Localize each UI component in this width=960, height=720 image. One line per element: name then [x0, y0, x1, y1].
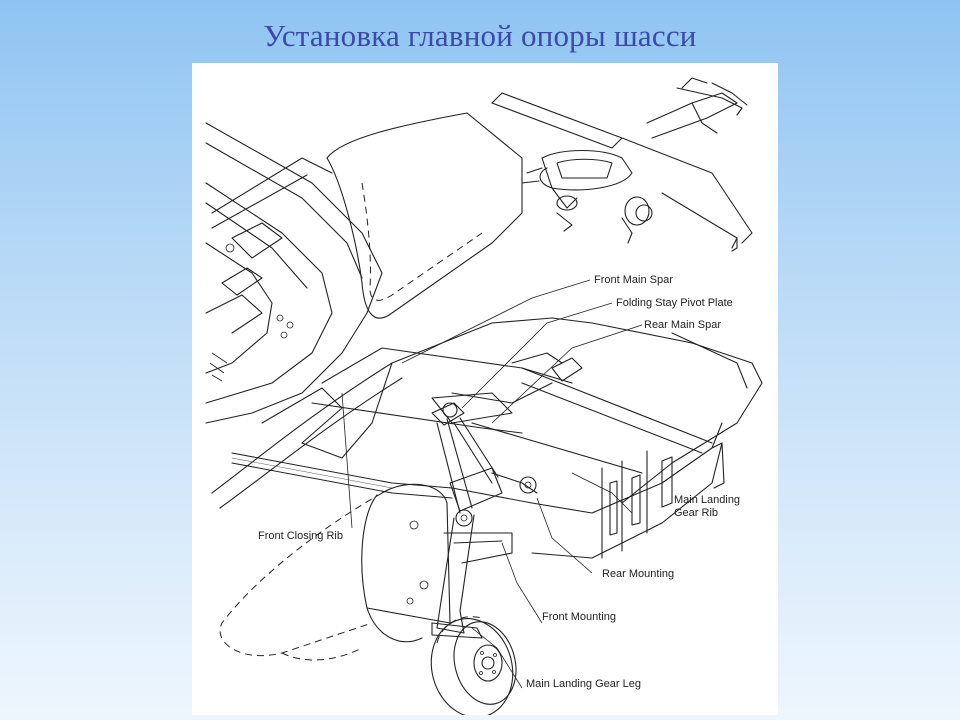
label-main-landing-gear-rib-2: Gear Rib: [674, 507, 718, 519]
main-landing-gear-rib: [531, 422, 725, 559]
gear-leg-assembly: [431, 402, 538, 639]
fuselage-structure: [205, 122, 383, 424]
canopy-outline: [326, 112, 523, 319]
wing-centre-section: [211, 317, 763, 509]
label-main-landing-gear-rib-1: Main Landing: [674, 494, 740, 506]
label-front-mounting: Front Mounting: [542, 611, 616, 623]
label-rear-mounting: Rear Mounting: [602, 568, 674, 580]
label-folding-stay-pivot-plate: Folding Stay Pivot Plate: [616, 297, 733, 309]
label-front-main-spar: Front Main Spar: [594, 274, 673, 286]
landing-gear-installation-figure: Front Main Spar Folding Stay Pivot Plate…: [192, 63, 778, 715]
callout-leaders: [341, 279, 643, 689]
landing-gear-drawing: Front Main Spar Folding Stay Pivot Plate…: [205, 77, 763, 715]
label-rear-main-spar: Rear Main Spar: [644, 319, 721, 331]
slide-title: Установка главной опоры шасси: [263, 18, 697, 53]
label-front-closing-rib: Front Closing Rib: [258, 530, 343, 542]
callout-labels: Front Main Spar Folding Stay Pivot Plate…: [258, 274, 740, 690]
aircraft-inset: [491, 77, 753, 252]
main-wheel: [430, 616, 517, 715]
nacelle-fairing: [219, 483, 451, 661]
label-main-landing-gear-leg: Main Landing Gear Leg: [526, 678, 641, 690]
